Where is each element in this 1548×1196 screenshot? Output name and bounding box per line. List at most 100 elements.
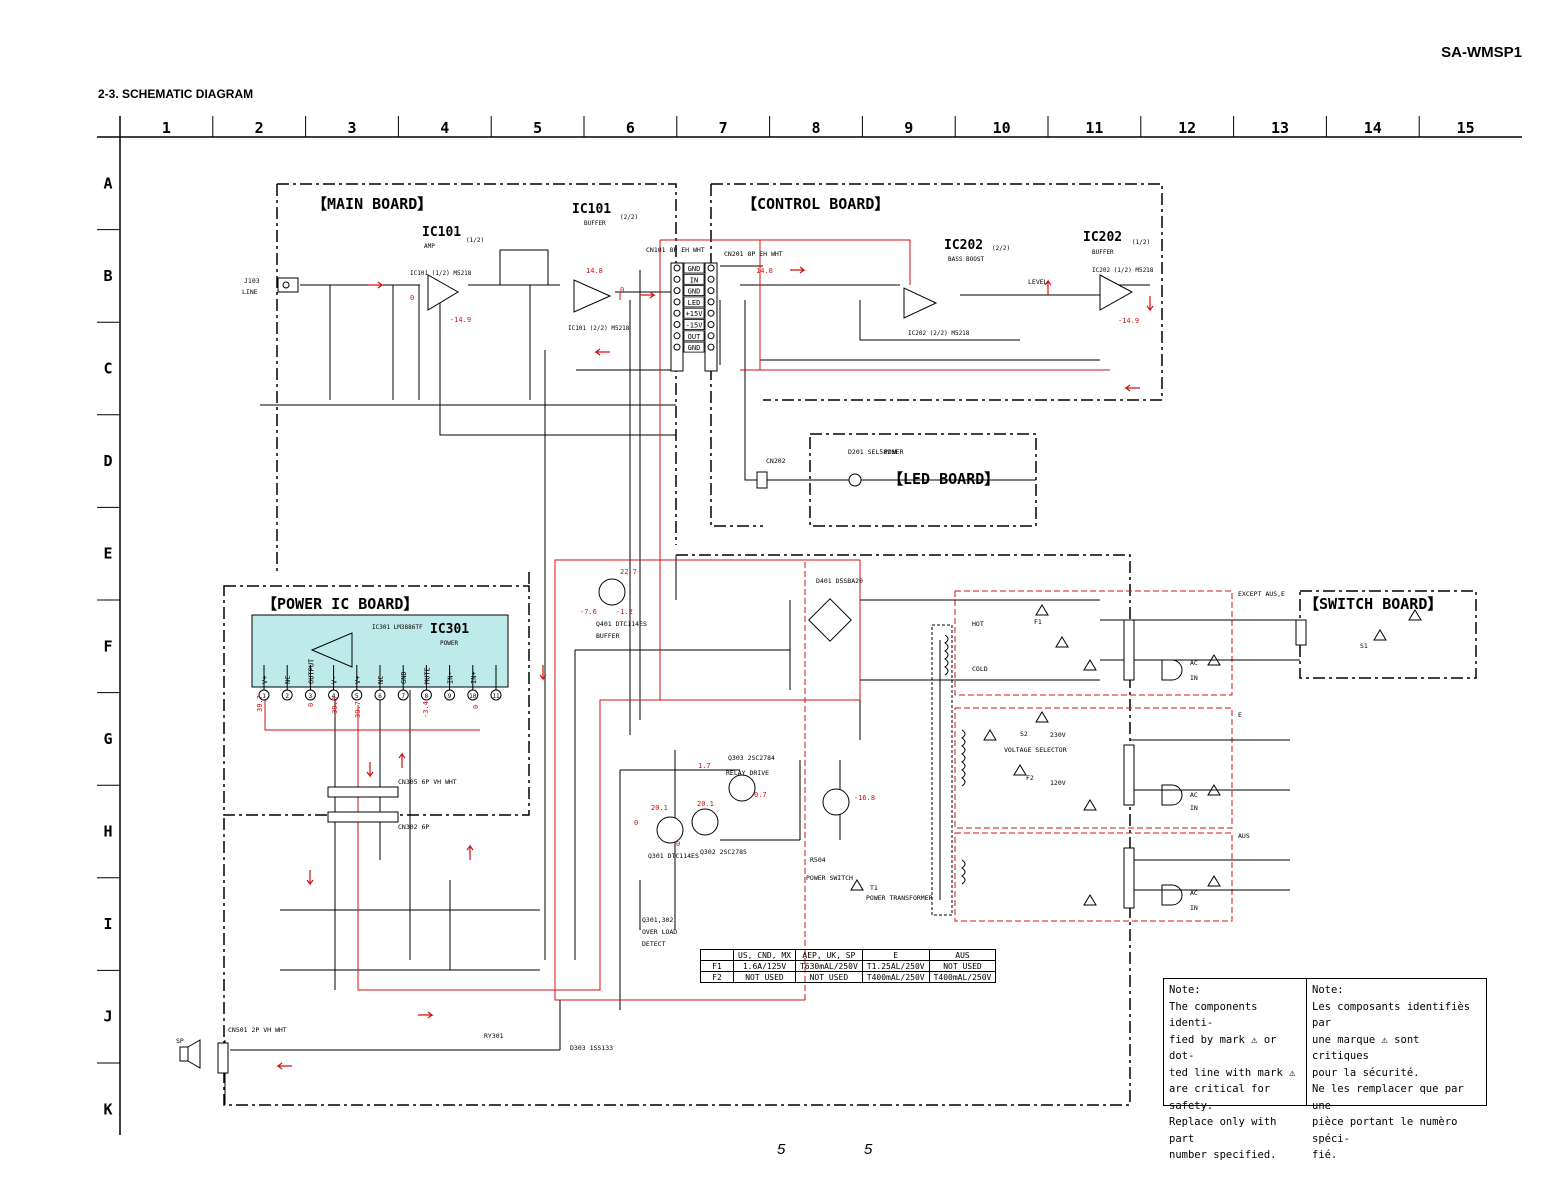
ic301-pin xyxy=(420,689,432,701)
ic301-red-box xyxy=(554,559,806,1001)
voltage-value: -14.9 xyxy=(1118,317,1139,325)
note-fr-line: Ne les remplacer que par une xyxy=(1312,1083,1464,1112)
speaker-icon xyxy=(179,1039,201,1069)
fuse-table-cell: NOT USED xyxy=(733,971,796,983)
region-e-box xyxy=(954,707,1233,829)
column-label: 13 xyxy=(1271,119,1289,137)
ic101-buffer-part: IC101 (2/2) M5218 xyxy=(568,325,630,332)
fuse-table-cell: T400mAL/250V xyxy=(928,971,997,983)
ic301-pin-number: 6 xyxy=(378,693,382,700)
fuse-table-cell: T400mAL/250V xyxy=(861,971,930,983)
ic101-amp-opamp xyxy=(427,274,459,311)
ic301-pin xyxy=(374,689,386,701)
q401-label: Q401 DTC114ES xyxy=(596,620,647,628)
ac-label-1: AC xyxy=(1190,659,1198,667)
ic101-amp-name: IC101 xyxy=(422,225,461,240)
ic202-bass-func: BASS BOOST xyxy=(948,256,985,263)
detect-label: DETECT xyxy=(642,940,666,948)
column-label: 15 xyxy=(1457,119,1475,137)
ry301-label: RY301 xyxy=(484,1032,504,1040)
ic101-amp-part: IC101 (1/2) M5218 xyxy=(410,270,472,277)
ic202-bass-unit: (2/2) xyxy=(992,245,1010,252)
red-signal-path xyxy=(264,239,1110,1001)
ic301-pin-number: 11 xyxy=(492,693,500,700)
voltage-value: 0 xyxy=(472,705,480,709)
voltage-value: 22.7 xyxy=(620,568,637,576)
hot-label: HOT xyxy=(972,620,984,628)
column-label: 12 xyxy=(1178,119,1196,137)
column-label: 4 xyxy=(440,119,449,137)
voltage-value: 0 xyxy=(620,286,624,294)
ic301-pin-label: IN- xyxy=(447,671,455,684)
ic202-bass-part: IC202 (2/2) M5218 xyxy=(908,330,970,337)
voltage-value: 0.7 xyxy=(754,791,767,799)
cn7-connector xyxy=(1123,744,1135,806)
cn201-label: CN201 8P EH WHT xyxy=(724,250,783,258)
ac-plugs xyxy=(1161,659,1183,906)
fuse-table-cell: F2 xyxy=(700,971,734,983)
row-label: F xyxy=(103,637,112,655)
ic202-buffer-name: IC202 xyxy=(1083,230,1122,245)
region-except-aus-e-box xyxy=(954,590,1233,696)
r504-transistor xyxy=(822,788,850,816)
ic301-pin xyxy=(304,689,316,701)
ic301-pin xyxy=(281,689,293,701)
q301-label: Q301 DTC114ES xyxy=(648,852,699,860)
cn101-pin-label: IN xyxy=(690,276,698,284)
cn101-pin-label: OUT xyxy=(688,333,701,341)
s2-label: S2 xyxy=(1020,730,1028,738)
power-transformer-symbol xyxy=(931,624,966,916)
cold-label: COLD xyxy=(972,665,988,673)
note-fr-line: une marque ⚠ sont critiques xyxy=(1312,1033,1420,1063)
q302-transistor xyxy=(691,808,719,836)
grid-frame xyxy=(97,116,1522,1135)
column-label: 10 xyxy=(993,119,1011,137)
f1-label: F1 xyxy=(1034,618,1042,626)
overload-label: OVER LOAD xyxy=(642,928,677,936)
note-english: Note: The components identi-fied by mark… xyxy=(1164,979,1307,1161)
ic301-pin-number: 5 xyxy=(355,693,359,700)
note-en-line: fied by mark ⚠ or dot- xyxy=(1169,1033,1277,1063)
fuse-table-cell: AUS xyxy=(928,949,997,961)
fuse-table-cell: T1.25AL/250V xyxy=(861,960,930,972)
ic202-buffer-part: IC202 (1/2) M5218 xyxy=(1092,267,1154,274)
voltage-value: 39.7 xyxy=(256,695,264,712)
v120-label: 120V xyxy=(1050,779,1066,787)
column-label: 7 xyxy=(719,119,728,137)
cn302-connector xyxy=(327,811,399,823)
cn101-pin-label: GND xyxy=(688,344,701,352)
cn101-pin-label: LED xyxy=(688,299,701,307)
safety-note-box: Note: The components identi-fied by mark… xyxy=(1163,978,1487,1161)
ic301-pin-number: 7 xyxy=(401,693,405,700)
line-label: LINE xyxy=(242,288,258,296)
column-label: 5 xyxy=(533,119,542,137)
column-label: 2 xyxy=(255,119,264,137)
row-label: B xyxy=(103,267,112,285)
ic301-pin-number: 3 xyxy=(309,693,313,700)
cn305-connector xyxy=(327,786,399,798)
ac-label-2: AC xyxy=(1190,791,1198,799)
q303-func-label: RELAY DRIVE xyxy=(726,769,769,777)
ic301-pin-label: OUTPUT xyxy=(307,658,315,684)
note-fr-line: Les composants identifiès par xyxy=(1312,1000,1471,1030)
ic301-pin-label: NC xyxy=(284,676,292,684)
note-en-line: are critical for safety. xyxy=(1169,1083,1271,1112)
d201-led xyxy=(848,473,862,487)
ic301-pin-label: GND xyxy=(400,671,408,684)
column-label: 1 xyxy=(162,119,171,137)
q401-func-label: BUFFER xyxy=(596,632,620,640)
q301-transistor xyxy=(656,816,684,844)
column-label: 6 xyxy=(626,119,635,137)
signal-arrows xyxy=(276,266,1154,1070)
ic202-bass-opamp xyxy=(903,287,938,319)
v230-label: 230V xyxy=(1050,731,1066,739)
sp-label: SP xyxy=(176,1037,184,1045)
ic301-pin xyxy=(490,689,502,701)
voltage-value: 0 xyxy=(410,294,414,302)
